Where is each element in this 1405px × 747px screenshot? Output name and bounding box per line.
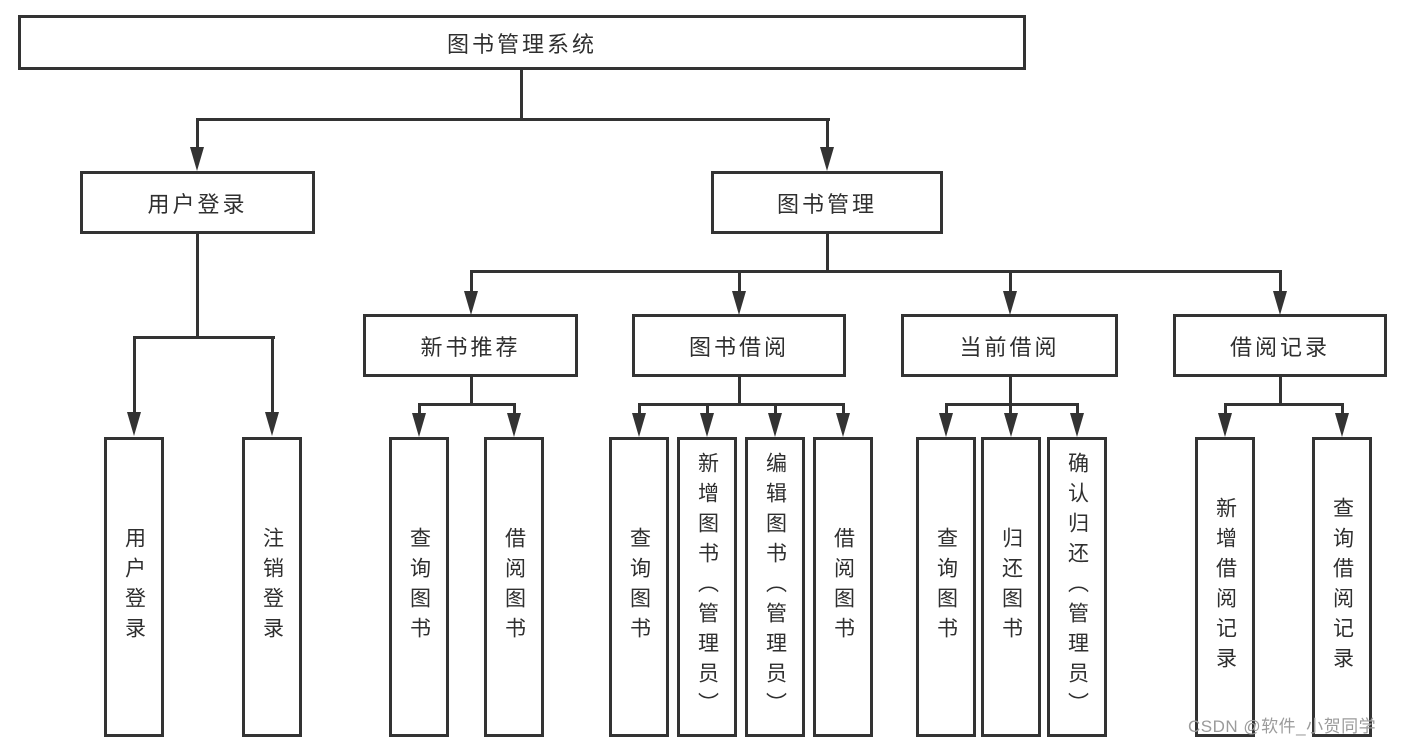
arrow-down-icon [768, 413, 782, 437]
arrow-down-icon [700, 413, 714, 437]
leaf-add-borrow-record-label: 新增借阅记录 [1213, 497, 1237, 677]
leaf-user-login-label: 用户登录 [122, 527, 146, 647]
leaf-logout: 注销登录 [242, 437, 302, 737]
leaf-user-login: 用户登录 [104, 437, 164, 737]
connector-stub [1076, 403, 1079, 415]
connector-records-stem [1279, 377, 1282, 405]
node-user-login: 用户登录 [80, 171, 315, 234]
arrow-down-icon [507, 413, 521, 437]
node-book-borrowing: 图书借阅 [632, 314, 846, 377]
connector-new-book-stem [470, 377, 473, 405]
leaf-edit-books-admin: 编辑图书（管理员） [745, 437, 805, 737]
connector-drop-current-borrow [1009, 270, 1012, 292]
leaf-edit-books-admin-label: 编辑图书（管理员） [763, 452, 787, 722]
leaf-query-books-current-label: 查询图书 [934, 527, 958, 647]
node-borrowing-records-label: 借阅记录 [1229, 334, 1330, 360]
connector-user-login-stem [196, 234, 199, 338]
connector-root-stem [520, 70, 523, 120]
arrow-down-icon [732, 291, 746, 315]
connector-stub [945, 403, 948, 415]
arrow-down-icon [1070, 413, 1084, 437]
node-book-management-label: 图书管理 [776, 191, 877, 217]
arrow-down-icon [836, 413, 850, 437]
node-new-book-recommend: 新书推荐 [363, 314, 578, 377]
leaf-add-books-admin-label: 新增图书（管理员） [695, 452, 719, 722]
connector-new-book-split [418, 403, 516, 406]
connector-book-borrow-stem [738, 377, 741, 405]
arrow-down-icon [1335, 413, 1349, 437]
connector-root-split [196, 118, 830, 121]
arrow-down-icon [1273, 291, 1287, 315]
arrow-down-icon [1003, 291, 1017, 315]
connector-drop-new-book [470, 270, 473, 292]
connector-stub [774, 403, 777, 415]
connector-drop-user-login [196, 118, 199, 148]
arrow-down-icon [820, 147, 834, 171]
connector-stub [1341, 403, 1344, 415]
connector-stub [418, 403, 421, 415]
arrow-down-icon [632, 413, 646, 437]
node-borrowing-records: 借阅记录 [1173, 314, 1387, 377]
leaf-query-borrow-record: 查询借阅记录 [1312, 437, 1372, 737]
connector-book-borrow-split [638, 403, 845, 406]
connector-stub [842, 403, 845, 415]
leaf-return-books-label: 归还图书 [999, 527, 1023, 647]
arrow-down-icon [265, 412, 279, 436]
connector-user-login-split [133, 336, 275, 339]
arrow-down-icon [939, 413, 953, 437]
leaf-query-books-recommend: 查询图书 [389, 437, 449, 737]
node-new-book-recommend-label: 新书推荐 [420, 334, 521, 360]
leaf-borrow-books-label: 借阅图书 [831, 527, 855, 647]
connector-current-borrow-split [945, 403, 1079, 406]
node-book-borrowing-label: 图书借阅 [688, 334, 789, 360]
connector-stub [1009, 403, 1012, 415]
arrow-down-icon [412, 413, 426, 437]
leaf-borrow-books-recommend-label: 借阅图书 [502, 527, 526, 647]
node-library-system-label: 图书管理系统 [446, 31, 597, 57]
connector-stub [638, 403, 641, 415]
node-current-borrowing: 当前借阅 [901, 314, 1118, 377]
leaf-return-books: 归还图书 [981, 437, 1041, 737]
connector-stub [1224, 403, 1227, 415]
connector-drop-book-borrow [738, 270, 741, 292]
arrow-down-icon [127, 412, 141, 436]
connector-records-split [1224, 403, 1344, 406]
arrow-down-icon [1004, 413, 1018, 437]
connector-drop-borrow-records [1279, 270, 1282, 292]
node-library-system: 图书管理系统 [18, 15, 1026, 70]
leaf-borrow-books-recommend: 借阅图书 [484, 437, 544, 737]
node-current-borrowing-label: 当前借阅 [959, 334, 1060, 360]
node-user-login-label: 用户登录 [147, 191, 248, 217]
arrow-down-icon [1218, 413, 1232, 437]
connector-book-management-split [470, 270, 1281, 273]
connector-drop-logout-leaf [271, 336, 274, 414]
leaf-confirm-return-admin: 确认归还（管理员） [1047, 437, 1107, 737]
connector-book-management-stem [826, 234, 829, 272]
arrow-down-icon [464, 291, 478, 315]
csdn-watermark: CSDN @软件_小贺同学 [1188, 717, 1377, 736]
connector-stub [513, 403, 516, 415]
leaf-add-borrow-record: 新增借阅记录 [1195, 437, 1255, 737]
node-book-management: 图书管理 [711, 171, 943, 234]
leaf-query-borrow-record-label: 查询借阅记录 [1330, 497, 1354, 677]
connector-drop-login-leaf [133, 336, 136, 414]
connector-current-borrow-stem [1009, 377, 1012, 405]
leaf-add-books-admin: 新增图书（管理员） [677, 437, 737, 737]
leaf-query-books-borrowing-label: 查询图书 [627, 527, 651, 647]
leaf-logout-label: 注销登录 [260, 527, 284, 647]
connector-drop-book-management [826, 118, 829, 148]
leaf-confirm-return-admin-label: 确认归还（管理员） [1065, 452, 1089, 722]
arrow-down-icon [190, 147, 204, 171]
leaf-query-books-recommend-label: 查询图书 [407, 527, 431, 647]
leaf-borrow-books: 借阅图书 [813, 437, 873, 737]
connector-stub [706, 403, 709, 415]
leaf-query-books-current: 查询图书 [916, 437, 976, 737]
leaf-query-books-borrowing: 查询图书 [609, 437, 669, 737]
